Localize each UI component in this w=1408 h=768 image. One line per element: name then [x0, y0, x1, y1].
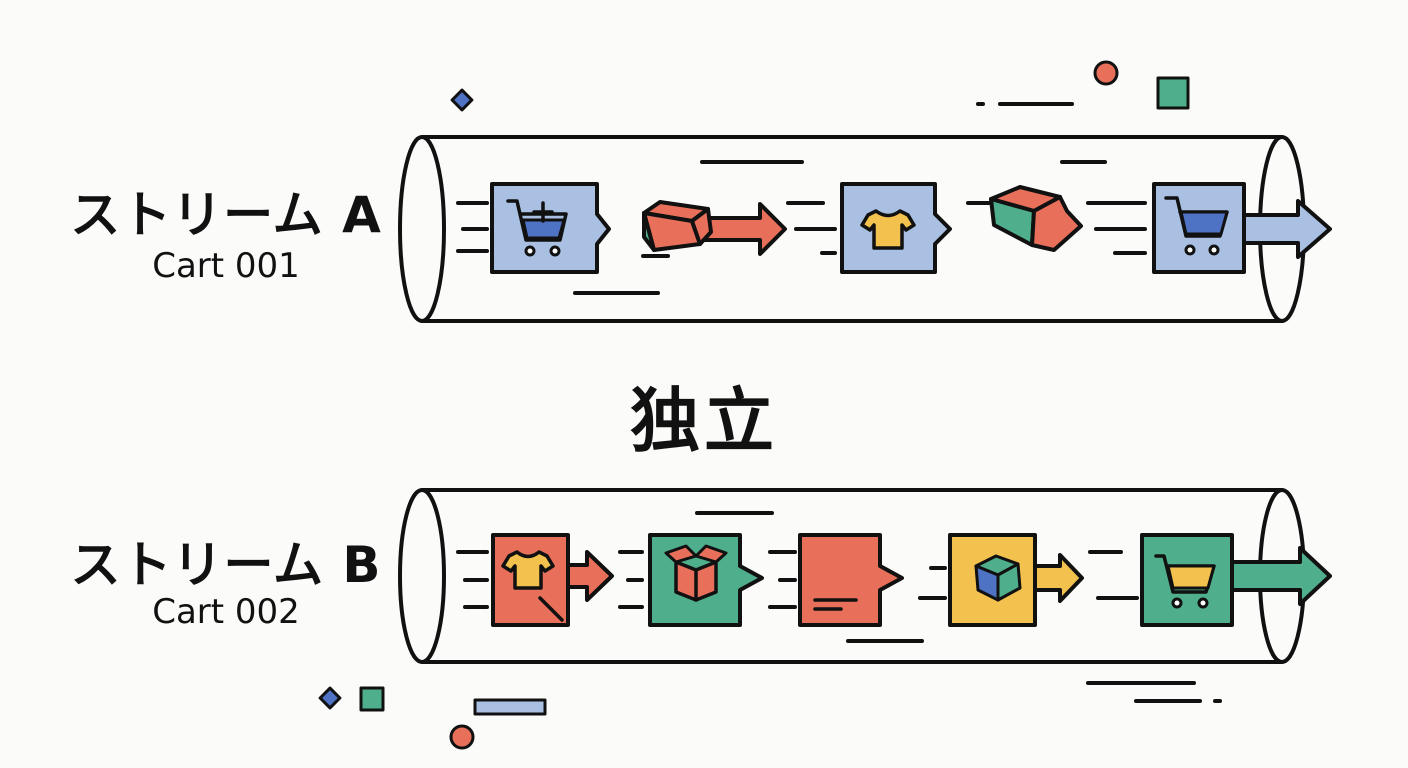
decoration-circle — [449, 724, 475, 750]
speed-lines — [456, 160, 1147, 295]
decoration-circle — [1093, 60, 1119, 86]
speed-lines — [1086, 681, 1222, 703]
document-card — [798, 533, 904, 627]
cart-icon — [1164, 196, 1229, 256]
cart-icon — [1154, 554, 1216, 609]
stream-a-title: ストリーム A — [70, 186, 382, 244]
cart-card — [1140, 533, 1332, 627]
tshirt-icon — [860, 209, 916, 250]
decoration-diamond — [318, 686, 342, 710]
stream-b-title: ストリーム B — [70, 536, 382, 594]
stream-b-subtitle: Cart 002 — [152, 592, 300, 632]
speed-lines — [456, 511, 1139, 643]
tshirt-card — [491, 533, 614, 627]
add-to-cart-card — [490, 182, 611, 274]
add-to-cart-icon — [506, 199, 568, 257]
box-card — [948, 533, 1084, 627]
decoration-square — [359, 686, 385, 712]
tshirt-card — [840, 182, 952, 274]
decoration-square — [1156, 76, 1190, 110]
document-icon — [813, 598, 858, 611]
decoration-diamond — [450, 88, 474, 112]
open-box-icon — [664, 544, 728, 602]
tshirt-icon — [501, 550, 555, 590]
open-box-card — [648, 533, 764, 627]
box-icon — [974, 554, 1022, 602]
decoration-bar — [473, 698, 547, 716]
cart-card — [1152, 182, 1332, 274]
stream-a-subtitle: Cart 001 — [152, 246, 300, 286]
moving-box-icon — [642, 200, 787, 256]
moving-box-icon — [989, 185, 1083, 252]
stream-a-pipe — [398, 135, 1306, 323]
independence-label: 独立 — [630, 380, 778, 462]
